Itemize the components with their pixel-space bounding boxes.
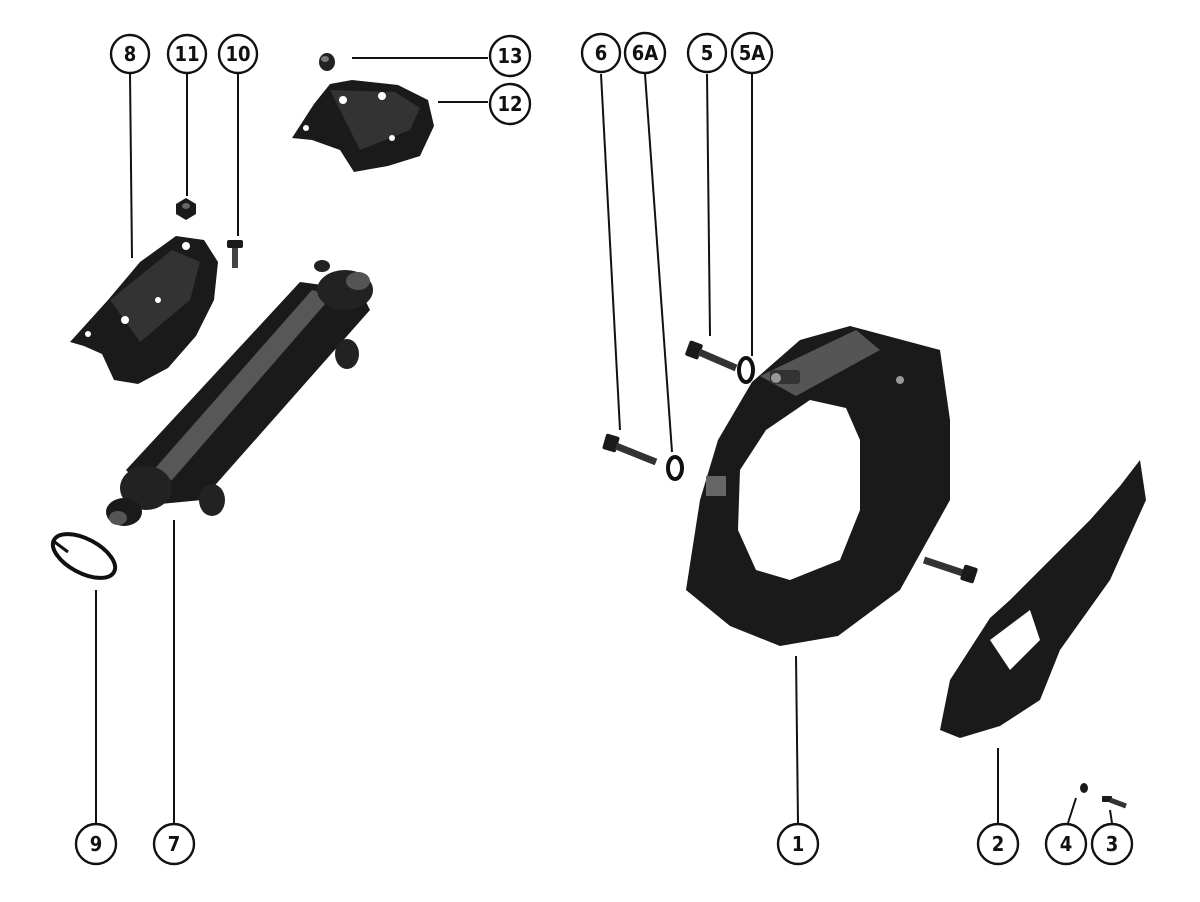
callout-9: 9 [74,822,118,866]
part-6a-washer [666,455,684,481]
callout-8: 8 [109,33,151,75]
callout-12-label: 12 [497,92,522,116]
leader-3 [1109,809,1113,824]
callout-8-label: 8 [124,42,137,66]
part-4-washer [1080,783,1088,793]
callout-5: 5 [686,32,728,74]
callout-5-label: 5 [701,41,714,65]
part-11-hex-nut [176,198,196,220]
part-10-bolt [227,240,243,268]
callout-7: 7 [152,822,196,866]
callout-5a-label: 5A [739,41,766,65]
leader-4 [1067,797,1077,824]
part-8-clamp-bracket [70,236,218,384]
callout-2-label: 2 [992,832,1005,856]
part-13-nut [319,53,335,71]
callout-6-label: 6 [595,41,608,65]
callout-1: 1 [776,822,820,866]
leader-5 [706,73,711,337]
callout-4-label: 4 [1060,832,1073,856]
leader-8 [129,73,133,259]
callout-7-label: 7 [168,832,181,856]
part-7-tube-cooler [106,260,373,526]
callout-3-label: 3 [1106,832,1119,856]
callout-12: 12 [488,82,532,126]
callout-5a: 5A [730,31,774,75]
part-12-clamp-bracket [292,80,434,172]
leader-6a [644,73,673,453]
callout-9-label: 9 [90,832,103,856]
callout-6a-label: 6A [632,41,659,65]
callout-11-label: 11 [174,42,199,66]
leader-1 [795,655,799,824]
callout-4: 4 [1044,822,1088,866]
part-3-screw [1102,796,1127,809]
leader-6 [600,73,621,431]
part-9-hose-clamp [50,532,118,580]
callout-1-label: 1 [792,832,805,856]
part-housing-bolt [922,556,978,584]
callout-10-label: 10 [225,42,250,66]
callout-3: 3 [1090,822,1134,866]
callout-10: 10 [217,33,259,75]
part-5-bolt [685,340,738,372]
callout-6a: 6A [623,31,667,75]
callout-13: 13 [488,34,532,78]
part-2-cover-plate [940,460,1146,738]
part-5a-washer [737,356,755,384]
callout-11: 11 [166,33,208,75]
callout-6: 6 [580,32,622,74]
callout-2: 2 [976,822,1020,866]
part-6-bolt [602,433,658,466]
callout-13-label: 13 [497,44,522,68]
part-1-flywheel-housing [686,326,950,646]
